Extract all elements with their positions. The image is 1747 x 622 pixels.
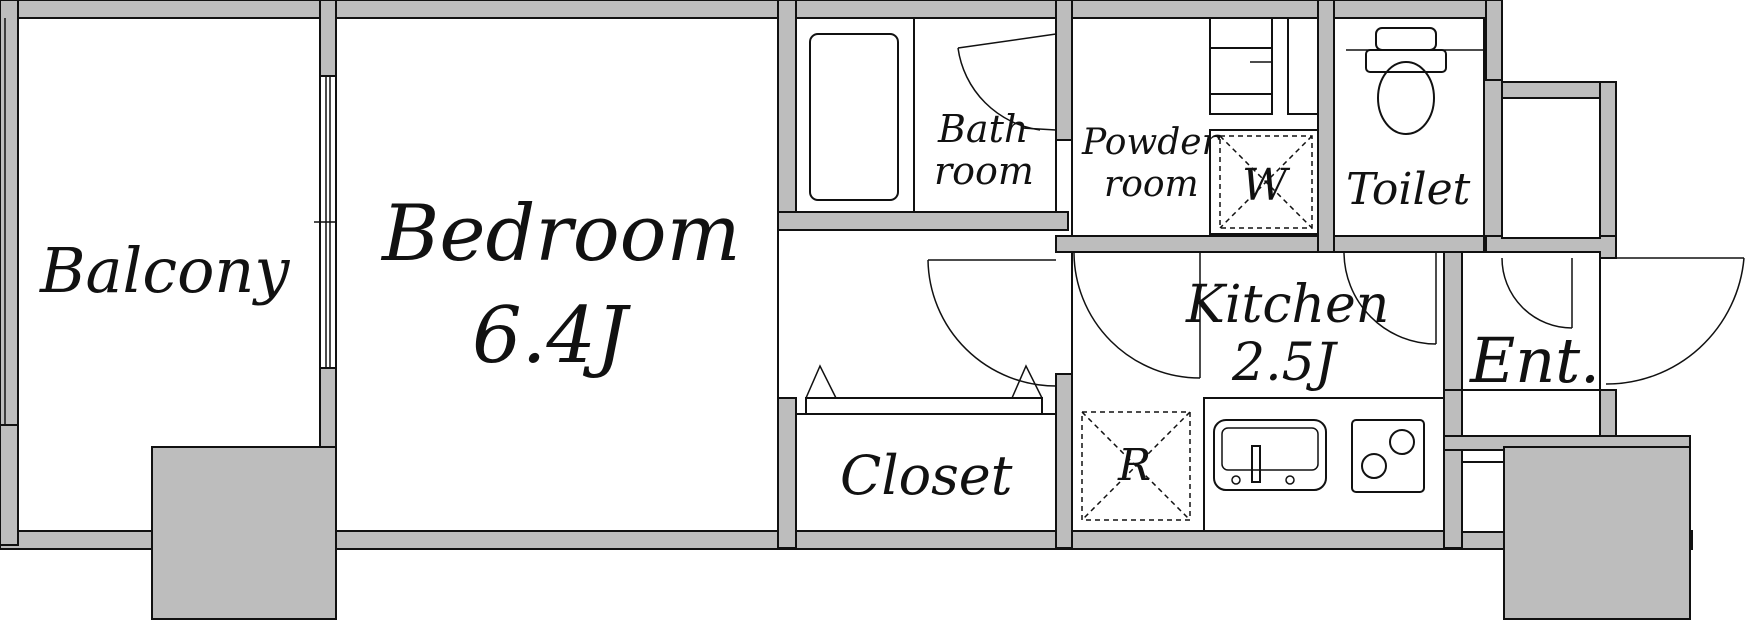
refrigerator-label: R [1117, 440, 1151, 491]
wall-bath-powder [1055, 0, 1073, 141]
wall-far-right-upper [1599, 81, 1617, 259]
powder-room-label-line2: room [1104, 164, 1199, 205]
entrance [1461, 251, 1745, 391]
bedroom-door-swing [927, 259, 1057, 387]
toilet-label: Toilet [1346, 164, 1471, 215]
wall-notch-top [1485, 81, 1617, 99]
bath-door-swing [957, 47, 1041, 131]
bathroom-label-line1: Bath [937, 107, 1028, 151]
stove-icon [1351, 419, 1425, 493]
wall-kitchen-ent-lower [1443, 389, 1463, 549]
powder-room [1071, 17, 1319, 237]
kitchen [1071, 251, 1445, 532]
sink-icon [1213, 419, 1327, 491]
bedroom-floor [335, 17, 779, 532]
wall-bath-bottom [777, 211, 1069, 231]
sliding-window [314, 75, 344, 369]
closet-floor [795, 413, 1057, 532]
vanity-icon [1209, 17, 1273, 115]
entrance-label: Ent. [1469, 324, 1600, 397]
balcony-floor [17, 17, 321, 532]
closet-label: Closet [840, 444, 1013, 507]
kitchen-size: 2.5J [1231, 333, 1339, 393]
shoe-cabinet [1501, 97, 1601, 239]
bathroom-floor [795, 17, 1057, 213]
wall-top-left [0, 0, 796, 19]
wall-toilet-right [1483, 79, 1503, 253]
bedroom-label: Bedroom [380, 189, 741, 279]
closet [795, 364, 1057, 532]
pillar-bottom-right [1503, 446, 1691, 620]
entrance-floor [1461, 251, 1601, 391]
toilet-door-swing [1343, 251, 1437, 345]
washer-label: W [1242, 160, 1291, 211]
balcony-rail-end [0, 424, 19, 546]
wall-closet-left [777, 397, 797, 549]
fridge-space [1081, 411, 1191, 521]
closet-rail [805, 397, 1043, 415]
kitchen-label: Kitchen [1185, 275, 1389, 335]
powder-door-swing [1073, 251, 1201, 379]
toilet-bowl-icon [1377, 61, 1435, 135]
powder-room-floor [1071, 17, 1319, 237]
bedroom-door [927, 259, 1057, 387]
front-door-swing [1605, 257, 1745, 385]
pillar-bottom-left-top [151, 446, 337, 620]
faucet-icon [1251, 445, 1261, 483]
wall-powder-kitchen [1055, 235, 1487, 253]
burner-icon [1389, 429, 1415, 455]
wall-powder-toilet [1317, 0, 1335, 253]
meter-box [1461, 461, 1505, 533]
wall-top-right [779, 0, 1503, 19]
bedroom-size: 6.4J [472, 291, 631, 381]
burner-icon [1361, 453, 1387, 479]
shelf-icon [1287, 17, 1319, 115]
bathroom-label-line2: room [934, 149, 1034, 193]
washer-space [1219, 135, 1313, 229]
bath-door-leaf [957, 33, 1057, 49]
wall-kitchen-ent-upper [1443, 251, 1463, 393]
shoe-door-swing [1501, 257, 1573, 329]
toilet-floor [1333, 17, 1485, 237]
toilet-room [1333, 17, 1485, 237]
bathtub-icon [809, 33, 899, 201]
kitchen-counter [1203, 397, 1445, 532]
wall-balcony-bedroom-upper [319, 0, 337, 79]
wall-closet-kitchen [1055, 373, 1073, 549]
balcony [0, 17, 337, 620]
wall-bath-left [777, 0, 797, 231]
kitchen-floor [1071, 251, 1445, 532]
balcony-label: Balcony [39, 234, 290, 307]
powder-room-label-line1: Powder [1081, 122, 1221, 163]
bathroom [795, 17, 1057, 213]
